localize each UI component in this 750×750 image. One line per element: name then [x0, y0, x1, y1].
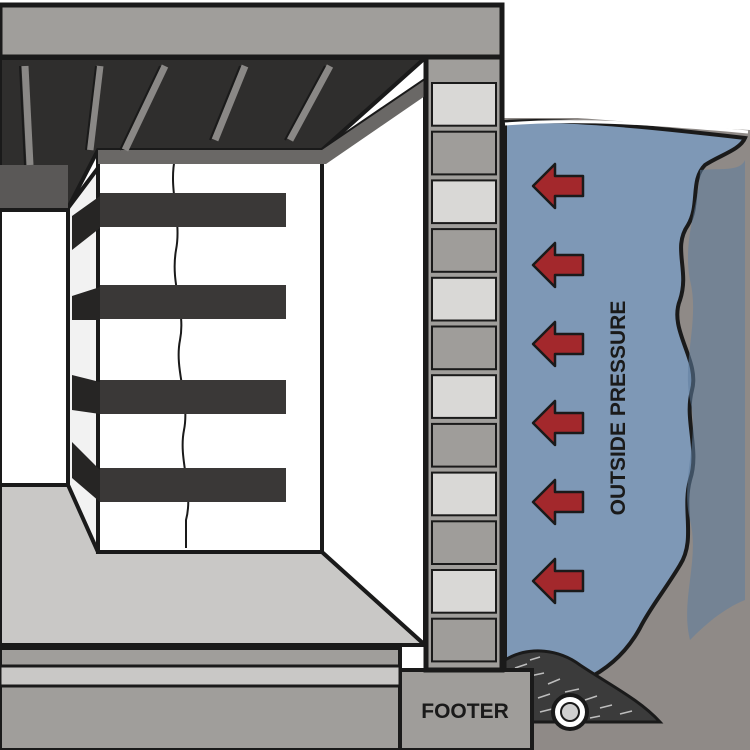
left-wall — [0, 208, 70, 487]
footer-label: FOOTER — [421, 700, 509, 723]
top-slab — [0, 2, 505, 60]
block-course — [431, 325, 497, 371]
block-course — [431, 130, 497, 176]
block-course — [431, 569, 497, 614]
block-wall — [423, 54, 505, 673]
brace-2 — [72, 285, 286, 320]
arrow-left-icon — [531, 557, 585, 605]
block-course — [431, 228, 497, 273]
block-course — [431, 82, 497, 127]
footer-block: FOOTER — [396, 668, 534, 750]
drain-pipe-icon — [551, 693, 589, 731]
wall-braces — [72, 193, 286, 502]
block-course — [431, 422, 497, 468]
arrow-left-icon — [531, 320, 585, 368]
block-course — [431, 276, 497, 322]
brace-1 — [72, 193, 286, 250]
block-course — [431, 617, 497, 663]
pressure-arrows — [531, 162, 585, 605]
arrow-left-icon — [531, 478, 585, 526]
arrow-left-icon — [531, 399, 585, 447]
arrow-left-icon — [531, 241, 585, 289]
brace-4 — [72, 442, 286, 502]
arrow-left-icon — [531, 162, 585, 210]
block-course — [431, 374, 497, 419]
outside-pressure-label: OUTSIDE PRESSURE — [607, 301, 630, 516]
floor-slab — [0, 646, 402, 750]
block-course — [431, 471, 497, 517]
right-side-wall — [320, 76, 427, 650]
block-course — [431, 520, 497, 565]
brace-3 — [72, 375, 286, 414]
block-course — [431, 179, 497, 225]
